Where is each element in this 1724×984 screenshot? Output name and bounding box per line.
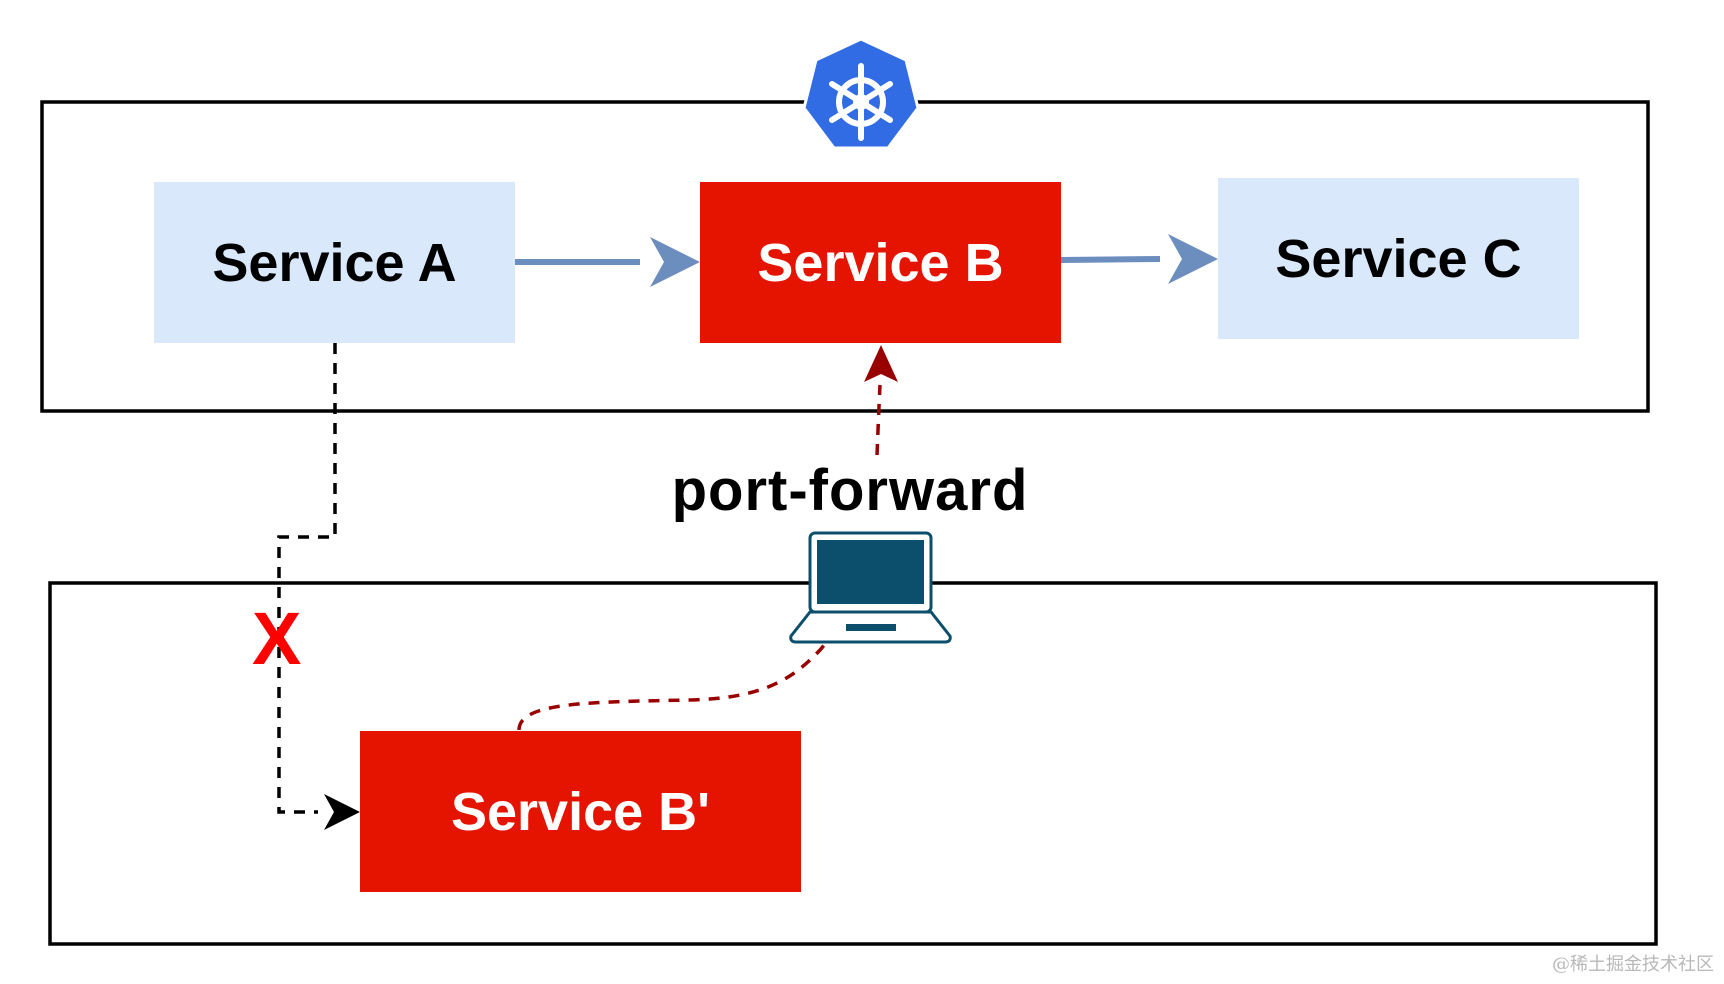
arrow-b-to-c xyxy=(1060,234,1218,284)
blocked-path-a-to-b-prime xyxy=(277,343,360,830)
service-b-box: Service B xyxy=(700,182,1061,343)
service-a-box: Service A xyxy=(154,182,515,343)
blocked-x-mark: X xyxy=(252,597,302,680)
service-c-label: Service C xyxy=(1275,228,1522,289)
watermark: @稀土掘金技术社区 xyxy=(1552,954,1714,975)
port-forward-label: port-forward xyxy=(671,457,1029,523)
arrow-a-to-b xyxy=(491,237,700,287)
service-b-label: Service B xyxy=(757,232,1004,293)
laptop-icon xyxy=(789,531,952,644)
service-a-label: Service A xyxy=(212,232,457,293)
service-b-prime-label: Service B' xyxy=(450,781,710,842)
port-forward-path xyxy=(517,345,898,731)
kubernetes-logo-icon xyxy=(802,37,920,150)
service-c-box: Service C xyxy=(1218,178,1579,339)
service-b-prime-box: Service B' xyxy=(360,731,801,892)
